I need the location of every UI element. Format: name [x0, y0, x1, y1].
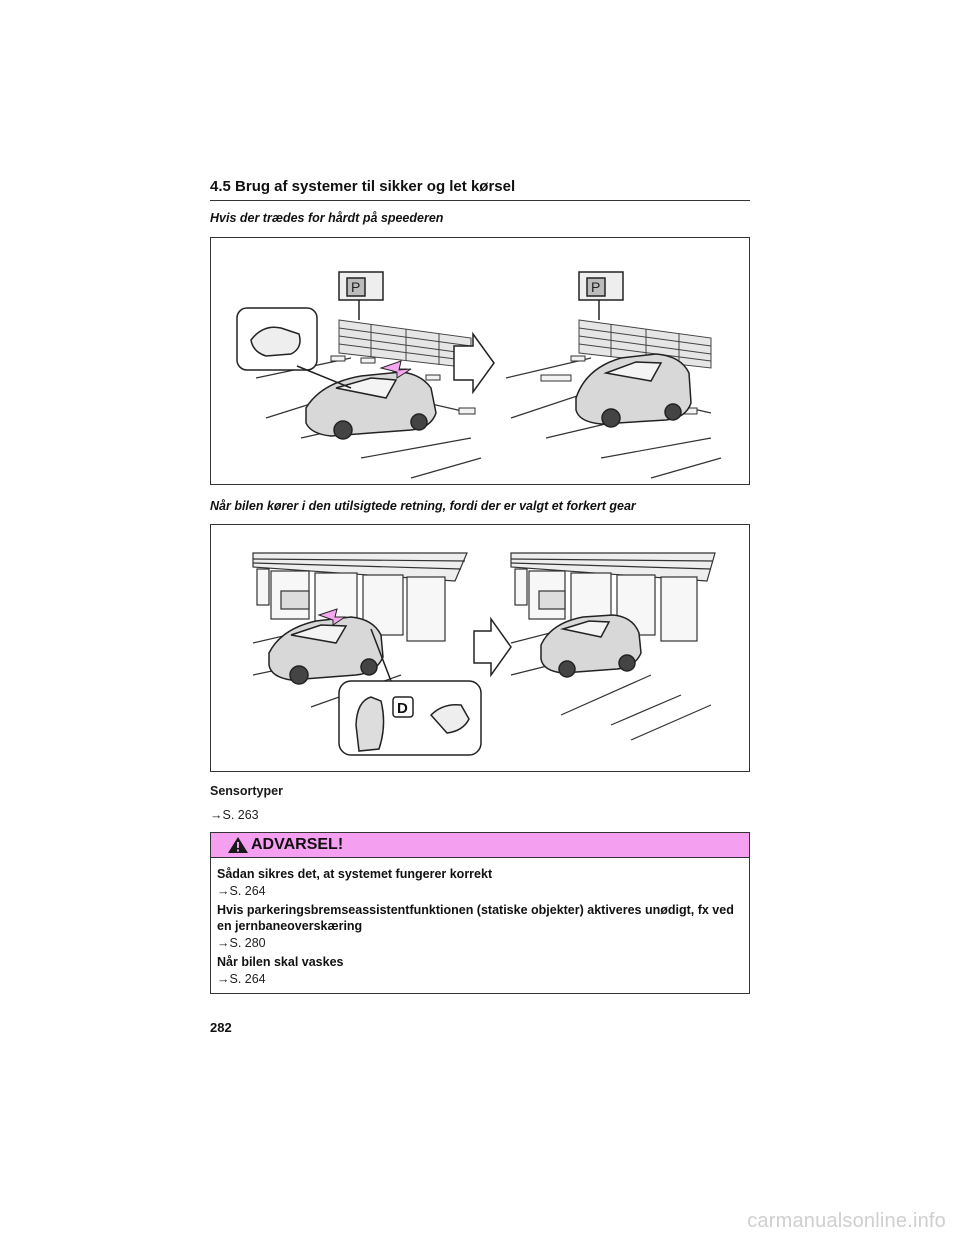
storefront-right: [510, 552, 716, 642]
car-right: [575, 353, 692, 428]
parking-sign-right: P: [578, 271, 624, 320]
warning-triangle-icon: [228, 837, 248, 853]
figure1-illustration: P: [210, 237, 750, 485]
warning-item-heading: Hvis parkeringsbremseassistentfunktionen…: [217, 903, 734, 933]
gear-d-label: D: [397, 700, 408, 717]
svg-text:P: P: [591, 279, 600, 295]
section-title: 4.5 Brug af systemer til sikker og let k…: [210, 178, 516, 195]
section-header: 4.5 Brug af systemer til sikker og let k…: [210, 176, 750, 201]
svg-text:P: P: [351, 279, 360, 295]
pedal-callout-left: [236, 307, 352, 389]
figure2-illustration: D: [210, 524, 750, 772]
warning-item-link[interactable]: →S. 264: [217, 972, 266, 986]
warning-item-link[interactable]: →S. 264: [217, 884, 266, 898]
brick-wall-right: [578, 319, 712, 369]
storefront-left: [252, 552, 468, 642]
car-left: [305, 371, 437, 440]
warning-title: ADVARSEL!: [251, 836, 344, 853]
page-number: 282: [210, 1020, 232, 1035]
warning-box: ADVARSEL! Sådan sikres det, at systemet …: [210, 832, 750, 994]
warning-header: ADVARSEL!: [211, 833, 749, 858]
sensor-page-link[interactable]: →S. 263: [210, 808, 259, 822]
figure1-caption: Hvis der trædes for hårdt på speederen: [210, 211, 444, 225]
motion-arrow-left: [379, 360, 412, 379]
warning-body: Sådan sikres det, at systemet fungerer k…: [211, 858, 749, 988]
parking-sign-left: P: [338, 271, 384, 320]
warning-item-heading: Sådan sikres det, at systemet fungerer k…: [217, 867, 493, 881]
warning-item-heading: Når bilen skal vaskes: [217, 955, 344, 969]
gear-callout: [338, 628, 482, 756]
transition-arrow-1: [453, 331, 495, 395]
warning-item-link[interactable]: →S. 280: [217, 936, 266, 950]
car-fig2-left: [268, 616, 384, 685]
car-fig2-right: [540, 614, 642, 678]
transition-arrow-2: [473, 616, 512, 678]
sensor-heading: Sensortyper: [210, 784, 283, 798]
motion-arrow-fig2: [317, 608, 347, 626]
figure2-caption: Når bilen kører i den utilsigtede retnin…: [210, 499, 636, 513]
brick-wall-left: [338, 319, 472, 369]
watermark-text: carmanualsonline.info: [747, 1210, 946, 1232]
